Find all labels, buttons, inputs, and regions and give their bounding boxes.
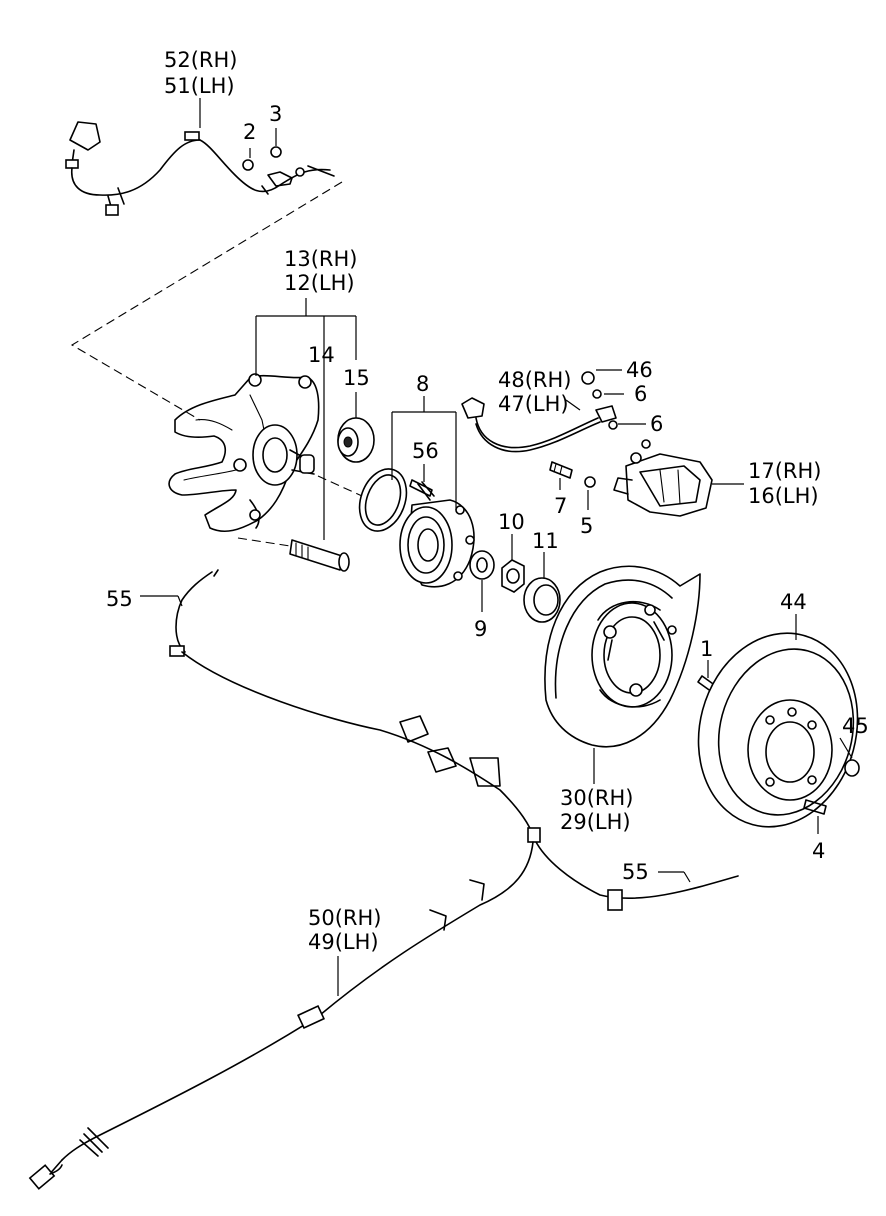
backing-plate xyxy=(544,565,701,748)
label-17: 17(RH) xyxy=(748,459,822,483)
bleeder-washer xyxy=(584,476,596,488)
label-52: 52(RH) xyxy=(164,48,238,72)
disc-screw xyxy=(803,799,827,815)
label-7: 7 xyxy=(554,494,567,518)
sensor-position-line xyxy=(70,181,343,421)
label-29: 29(LH) xyxy=(560,810,631,834)
label-14: 14 xyxy=(308,343,335,367)
label-8: 8 xyxy=(416,372,429,396)
knuckle-bolt xyxy=(237,537,350,572)
hub-nut xyxy=(501,559,525,593)
parking-brake-cable xyxy=(28,569,739,1190)
brake-disc xyxy=(697,632,859,828)
plug xyxy=(844,759,860,777)
label-51: 51(LH) xyxy=(164,74,235,98)
label-45: 45 xyxy=(842,714,869,738)
hub-cap xyxy=(523,577,561,623)
label-56: 56 xyxy=(412,439,439,463)
label-10: 10 xyxy=(498,510,525,534)
label-16: 16(LH) xyxy=(748,484,819,508)
label-55b: 55 xyxy=(622,860,649,884)
label-48: 48(RH) xyxy=(498,368,572,392)
label-12: 12(LH) xyxy=(284,271,355,295)
brake-caliper xyxy=(613,439,713,517)
label-1: 1 xyxy=(700,637,713,661)
tone-ring xyxy=(317,468,408,532)
label-2: 2 xyxy=(243,120,256,144)
label-13: 13(RH) xyxy=(284,247,358,271)
label-44: 44 xyxy=(780,590,807,614)
hub-bearing xyxy=(399,481,475,588)
label-49: 49(LH) xyxy=(308,930,379,954)
label-30: 30(RH) xyxy=(560,786,634,810)
label-6a: 6 xyxy=(634,382,647,406)
label-4: 4 xyxy=(812,839,825,863)
brake-hose xyxy=(461,371,618,453)
label-46: 46 xyxy=(626,358,653,382)
label-15: 15 xyxy=(343,366,370,390)
part-labels: 52(RH) 51(LH) 2 3 13(RH) 12(LH) 14 15 8 … xyxy=(106,48,869,954)
label-6b: 6 xyxy=(650,412,663,436)
hub-bolt xyxy=(409,479,433,497)
abs-wheel-speed-sensor xyxy=(65,121,335,216)
washer xyxy=(469,550,495,580)
label-9: 9 xyxy=(474,617,487,641)
label-47: 47(LH) xyxy=(498,392,569,416)
label-50: 50(RH) xyxy=(308,906,382,930)
label-5: 5 xyxy=(580,514,593,538)
caliper-bolt xyxy=(549,461,573,479)
rear-knuckle xyxy=(168,373,320,532)
bushing xyxy=(337,417,375,463)
label-55a: 55 xyxy=(106,587,133,611)
label-11: 11 xyxy=(532,529,559,553)
leader-lines xyxy=(140,98,853,996)
label-3: 3 xyxy=(269,102,282,126)
